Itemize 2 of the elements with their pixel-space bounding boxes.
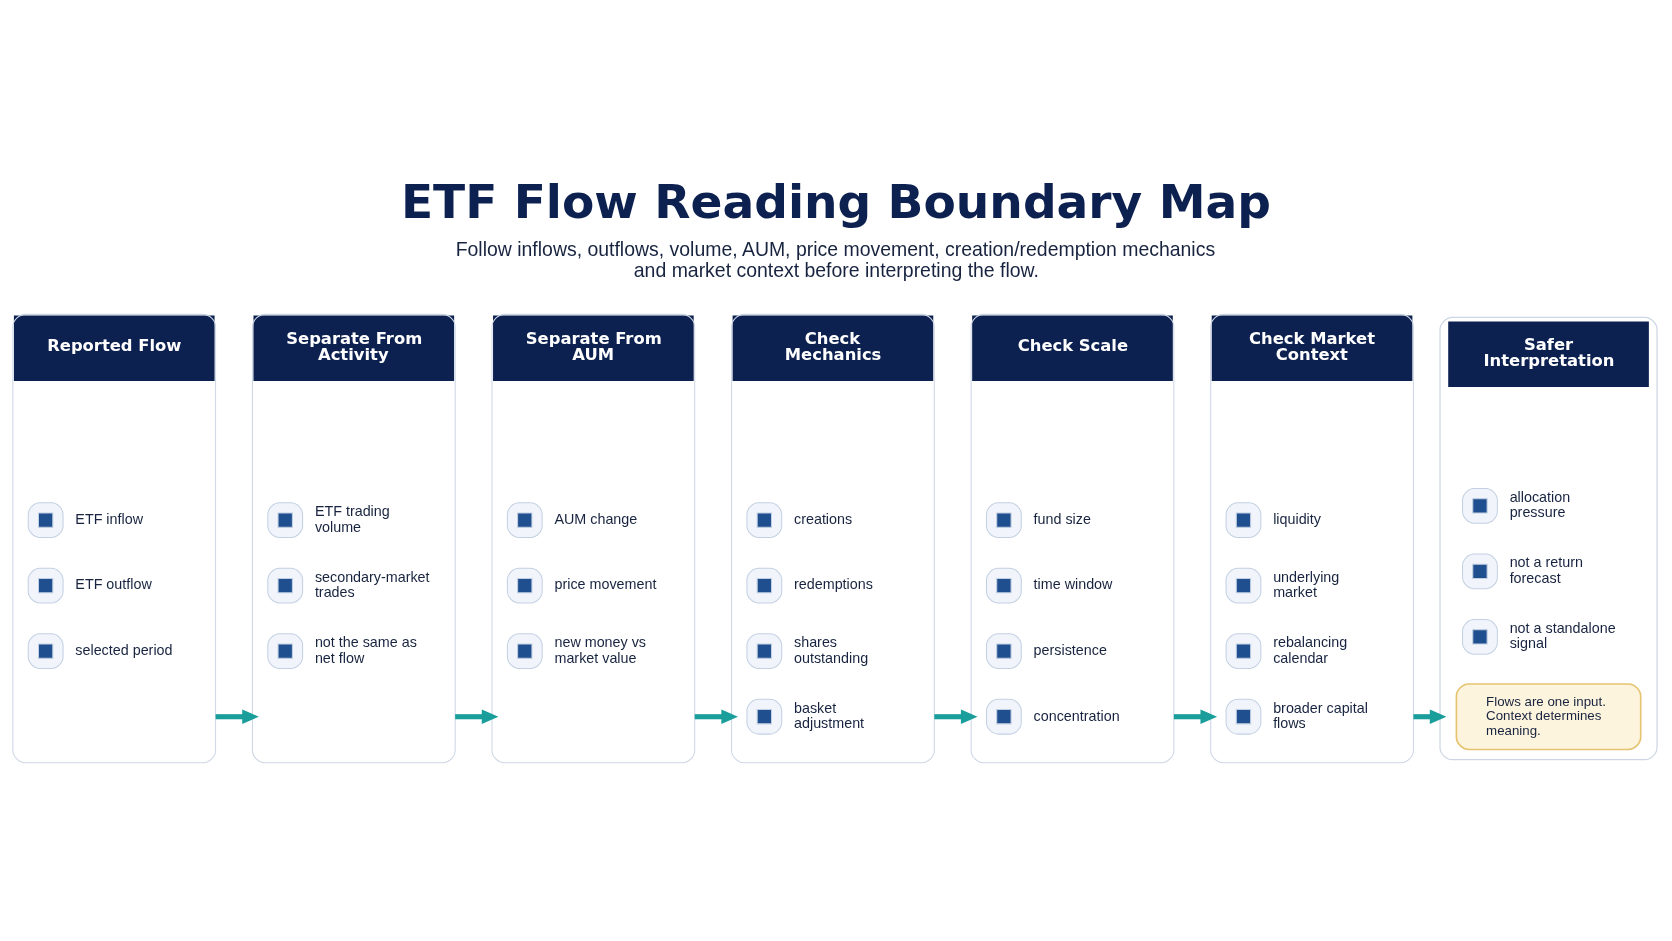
caption: Follow inflows, outflows, volume, AUM, price movement, creation/redemption mechanics and market context before interpreting the flow.	[455, 237, 1216, 282]
diagram-title: ETF Flow Reading Boundary Map	[400, 174, 1271, 230]
